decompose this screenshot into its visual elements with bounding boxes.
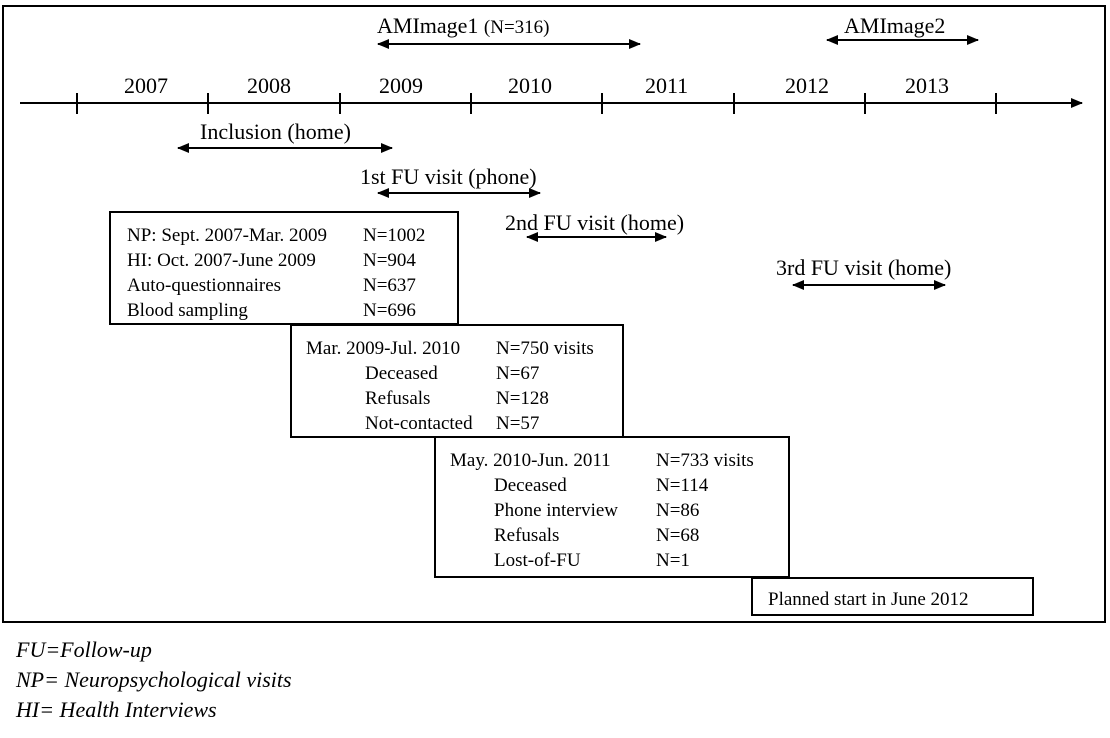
inclusion-label: Inclusion (home) bbox=[200, 119, 351, 144]
legend-hi: HI= Health Interviews bbox=[16, 697, 217, 722]
box-row: Auto-questionnaires bbox=[127, 273, 281, 298]
box-row-value: N=128 bbox=[496, 388, 549, 409]
box-header-label: Mar. 2009-Jul. 2010 bbox=[306, 338, 461, 359]
box-row-label: Phone interview bbox=[494, 500, 619, 521]
fu3-box: Planned start in June 2012 bbox=[751, 577, 1034, 616]
box-row-value: N=1002 bbox=[363, 225, 426, 246]
planned-start-text: Planned start in June 2012 bbox=[768, 589, 969, 610]
box-row-label: Deceased bbox=[494, 475, 567, 496]
box-row-label: Deceased bbox=[365, 363, 438, 384]
box-row-label: Not-contacted bbox=[365, 413, 473, 434]
box-row: HI: Oct. 2007-June 2009 bbox=[127, 248, 316, 273]
fu2-box: May. 2010-Jun. 2011 N=733 visits Decease… bbox=[434, 436, 790, 578]
fu1-box: Mar. 2009-Jul. 2010 N=750 visits Decease… bbox=[290, 324, 624, 438]
box-row-value: N=67 bbox=[496, 363, 540, 384]
amimage2-label: AMImage2 bbox=[844, 13, 946, 38]
row-label: HI: Oct. 2007-June 2009 bbox=[127, 250, 316, 271]
year-label-2008: 2008 bbox=[247, 73, 291, 98]
diagram-frame bbox=[2, 5, 1106, 623]
row-label: Blood sampling bbox=[127, 300, 248, 321]
box-row-value: N=114 bbox=[656, 475, 709, 496]
legend-fu: FU=Follow-up bbox=[16, 637, 152, 662]
year-label-2013: 2013 bbox=[905, 73, 949, 98]
amimage1-count: (N=316) bbox=[483, 17, 550, 38]
legend-np: NP= Neuropsychological visits bbox=[16, 667, 292, 692]
box-row-value: N=696 bbox=[363, 300, 416, 321]
row-label: Auto-questionnaires bbox=[127, 275, 282, 296]
box-header-value: N=733 visits bbox=[656, 450, 754, 471]
box-row-value: N=57 bbox=[496, 413, 540, 434]
box-row-value: N=637 bbox=[363, 275, 416, 296]
amimage1-title: AMImage1 bbox=[377, 13, 479, 38]
year-label-2011: 2011 bbox=[645, 73, 689, 98]
box-row: Blood sampling bbox=[127, 298, 248, 323]
box-row-value: N=86 bbox=[656, 500, 700, 521]
box-header-value: N=750 visits bbox=[496, 338, 594, 359]
box-row: NP: Sept. 2007-Mar. 2009 bbox=[127, 223, 327, 248]
fu1-label: 1st FU visit (phone) bbox=[360, 164, 537, 189]
box-row-value: N=904 bbox=[363, 250, 416, 271]
box-row-value: N=68 bbox=[656, 525, 700, 546]
timeline-ticks bbox=[76, 93, 997, 114]
year-label-2010: 2010 bbox=[508, 73, 552, 98]
box-row-value: N=1 bbox=[656, 550, 690, 571]
year-label-2012: 2012 bbox=[785, 73, 829, 98]
box-row-label: Refusals bbox=[494, 525, 560, 546]
box-row-label: Lost-of-FU bbox=[494, 550, 581, 571]
fu3-label: 3rd FU visit (home) bbox=[776, 255, 952, 280]
amimage1-label: AMImage1 (N=316) bbox=[377, 13, 550, 39]
box-header-label: May. 2010-Jun. 2011 bbox=[450, 450, 611, 471]
inclusion-box: NP: Sept. 2007-Mar. 2009 N=1002 HI: Oct.… bbox=[109, 211, 459, 325]
year-label-2007: 2007 bbox=[124, 73, 168, 98]
box-row-label: Refusals bbox=[365, 388, 431, 409]
fu2-label: 2nd FU visit (home) bbox=[505, 210, 685, 235]
row-label: NP: Sept. 2007-Mar. 2009 bbox=[127, 225, 328, 246]
year-label-2009: 2009 bbox=[379, 73, 423, 98]
